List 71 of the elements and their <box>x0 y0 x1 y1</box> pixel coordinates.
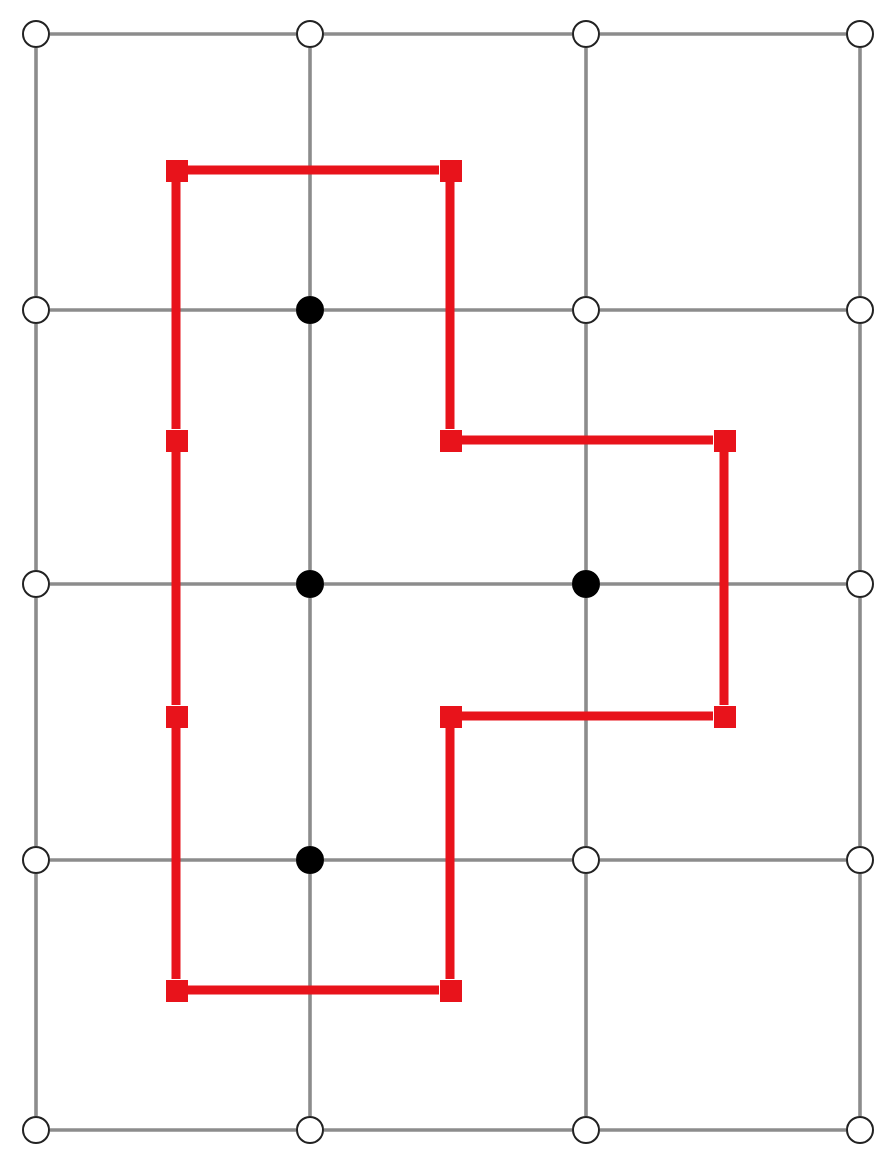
grid-line <box>584 874 588 1116</box>
grid-point <box>22 20 50 48</box>
grid-point <box>296 20 324 48</box>
grid-point <box>572 1116 600 1144</box>
grid-point <box>846 296 874 324</box>
corner-marker <box>165 705 187 727</box>
grid-line <box>50 858 296 862</box>
corner-marker <box>165 979 187 1001</box>
grid-line <box>600 1128 846 1132</box>
grid-line <box>308 598 312 846</box>
path-segment <box>461 711 713 721</box>
corner-marker <box>713 429 735 451</box>
path-segment <box>445 727 455 979</box>
path-segment <box>187 985 439 995</box>
grid-line <box>600 308 846 312</box>
grid-line <box>34 324 38 570</box>
grid-line <box>50 582 296 586</box>
grid-line <box>308 48 312 296</box>
filled-dot <box>296 296 324 324</box>
path-segment <box>171 181 181 429</box>
grid-point <box>572 20 600 48</box>
grid-line <box>324 308 572 312</box>
grid-line <box>324 32 572 36</box>
path-segment <box>461 435 713 445</box>
grid-line <box>858 48 862 296</box>
grid-point <box>846 20 874 48</box>
grid-line <box>50 32 296 36</box>
filled-dot <box>296 846 324 874</box>
grid-point <box>572 296 600 324</box>
grid-line <box>600 32 846 36</box>
grid-line <box>858 324 862 570</box>
corner-marker <box>439 705 461 727</box>
grid-point <box>572 846 600 874</box>
corner-marker <box>165 429 187 451</box>
grid-point <box>846 1116 874 1144</box>
corner-marker <box>439 159 461 181</box>
corner-marker <box>439 979 461 1001</box>
grid-point <box>296 1116 324 1144</box>
path-segment <box>171 451 181 705</box>
grid-line <box>50 1128 296 1132</box>
filled-dot <box>296 570 324 598</box>
path-segment <box>719 451 729 705</box>
grid-line <box>34 874 38 1116</box>
grid-line <box>324 1128 572 1132</box>
filled-dot <box>572 570 600 598</box>
path-segment <box>187 165 439 175</box>
corner-marker <box>713 705 735 727</box>
grid-line <box>584 598 588 846</box>
path-segment <box>445 181 455 429</box>
grid-line <box>858 598 862 846</box>
grid-line <box>34 48 38 296</box>
grid-point <box>22 296 50 324</box>
grid-line <box>324 858 572 862</box>
grid-line <box>584 324 588 570</box>
grid-line <box>600 858 846 862</box>
grid-line <box>584 48 588 296</box>
grid-line <box>858 874 862 1116</box>
grid-line <box>50 308 296 312</box>
grid-point <box>22 1116 50 1144</box>
grid-line <box>308 874 312 1116</box>
grid-point <box>22 570 50 598</box>
path-segment <box>171 727 181 979</box>
corner-marker <box>165 159 187 181</box>
grid-point <box>846 846 874 874</box>
grid-line <box>600 582 846 586</box>
grid-line <box>308 324 312 570</box>
grid-point <box>22 846 50 874</box>
grid-point <box>846 570 874 598</box>
grid-line <box>324 582 572 586</box>
corner-marker <box>439 429 461 451</box>
grid-line <box>34 598 38 846</box>
